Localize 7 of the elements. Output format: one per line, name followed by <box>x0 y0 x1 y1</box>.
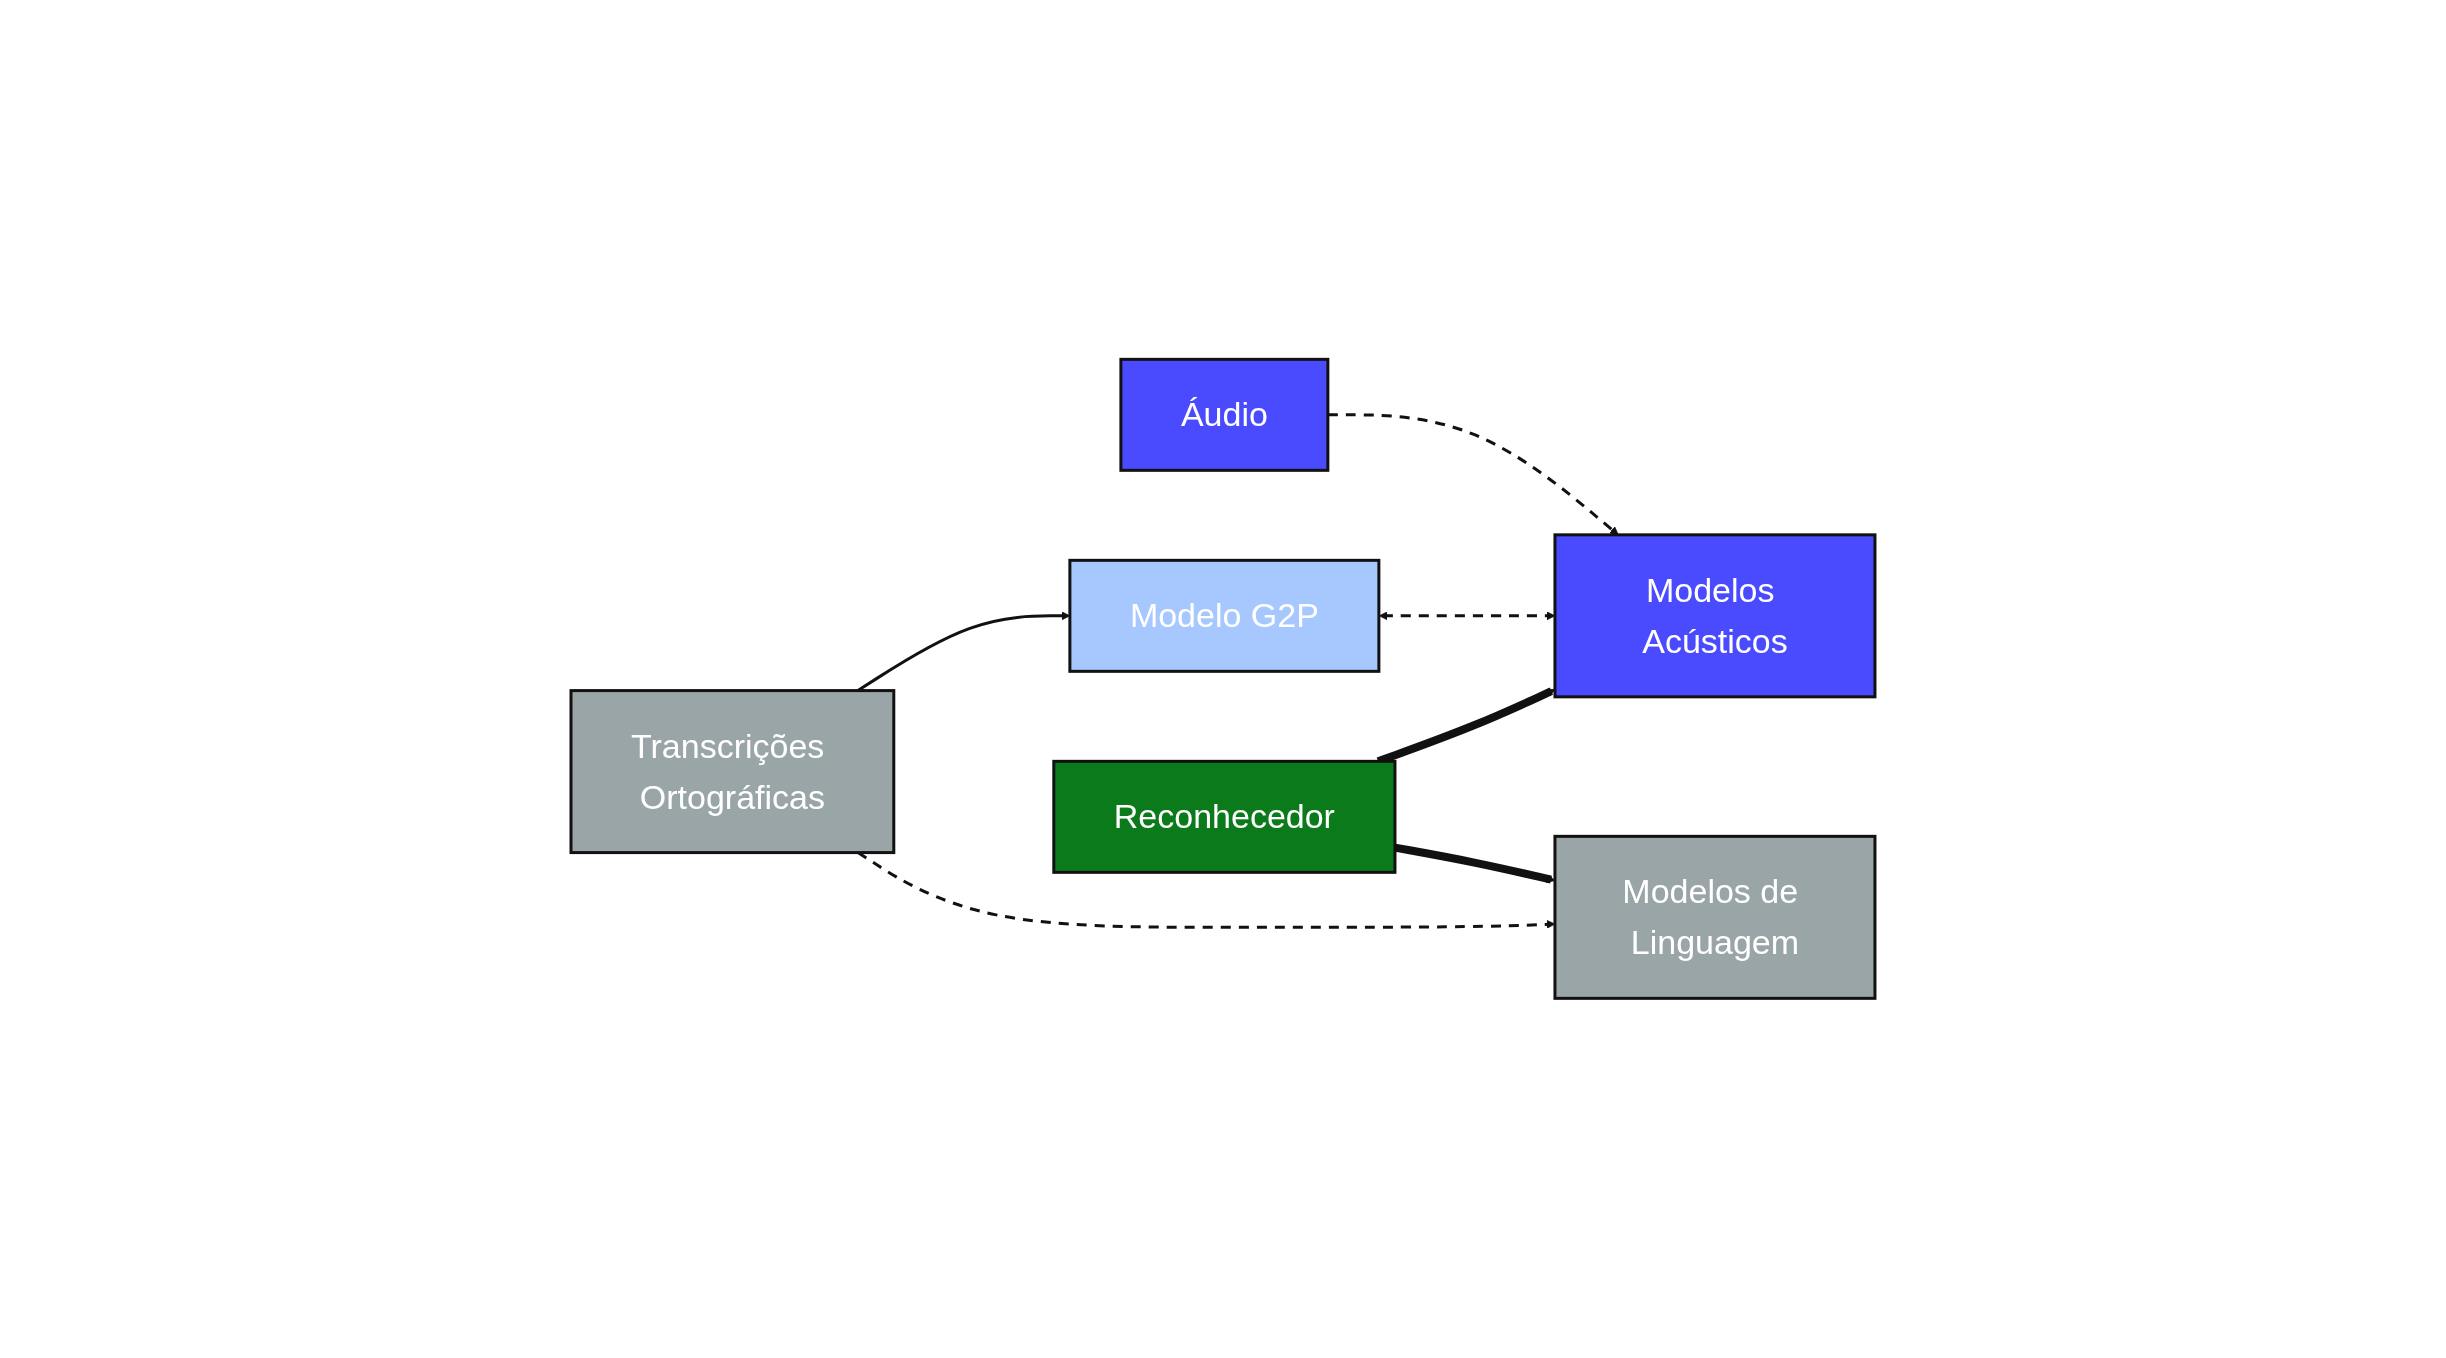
node-box: Modelos Acústicos <box>1553 533 1877 699</box>
node-box: Transcrições Ortográficas <box>569 689 896 855</box>
node-box: Áudio <box>1119 358 1330 472</box>
node-box: Modelos de Linguagem <box>1553 835 1877 1000</box>
node-box: Modelo G2P <box>1068 559 1381 673</box>
node-box: Reconhecedor <box>1052 760 1397 874</box>
arrow <box>1394 843 1556 884</box>
